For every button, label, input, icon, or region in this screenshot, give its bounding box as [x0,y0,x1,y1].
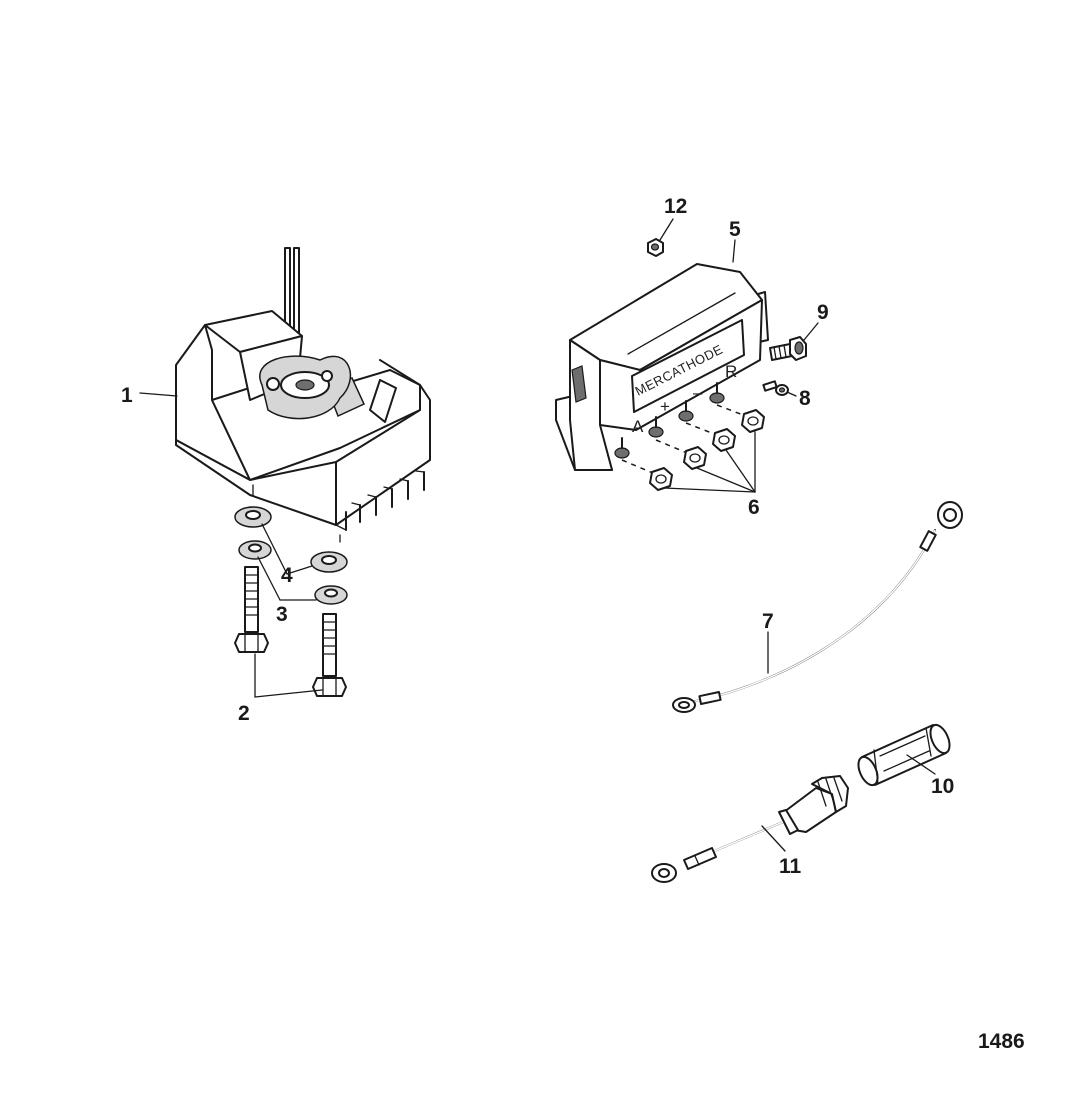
mercathode-controller: MERCATHODE A + – R [555,263,769,471]
ground-wire [672,501,963,713]
callout-12: 12 [664,195,687,218]
ring-terminal [937,501,963,529]
callout-5: 5 [729,218,741,241]
figure-number: 1486 [978,1030,1025,1053]
hex-nut [741,409,765,433]
lock-washer-left [238,540,272,560]
callout-1: 1 [121,384,133,407]
fuse [857,723,951,787]
screw-small [762,380,789,396]
bolt-left [234,566,269,653]
callout-8: 8 [799,387,811,410]
ring-terminal [672,697,696,713]
flat-washer-top [234,506,272,528]
callout-7: 7 [762,610,774,633]
callout-4: 4 [281,564,293,587]
terminal-studs [614,382,725,459]
terminal-minus-label: – [693,383,703,402]
callout-10: 10 [931,775,954,798]
callout-numbers: 1 2 3 4 5 6 7 8 9 10 11 12 [121,195,954,878]
lock-washer-right [314,585,348,605]
small-nut [647,238,664,257]
terminal-a-label: A [632,417,644,436]
terminal-plus-label: + [660,397,670,416]
hex-nut [712,428,736,452]
hex-nut [649,467,673,491]
anode-bracket [175,247,431,543]
callout-2: 2 [238,702,250,725]
fuse-holder-lead [651,775,849,883]
hex-nut [683,446,707,470]
callout-11: 11 [779,855,802,878]
callout-3: 3 [276,603,288,626]
hex-nuts [649,409,765,491]
flat-washer-right [310,551,348,573]
screw-large [769,336,807,361]
leader-lines [139,218,936,852]
callout-6: 6 [748,496,760,519]
callout-9: 9 [817,301,829,324]
bolt-right [312,613,347,697]
terminal-r-label: R [725,362,737,381]
